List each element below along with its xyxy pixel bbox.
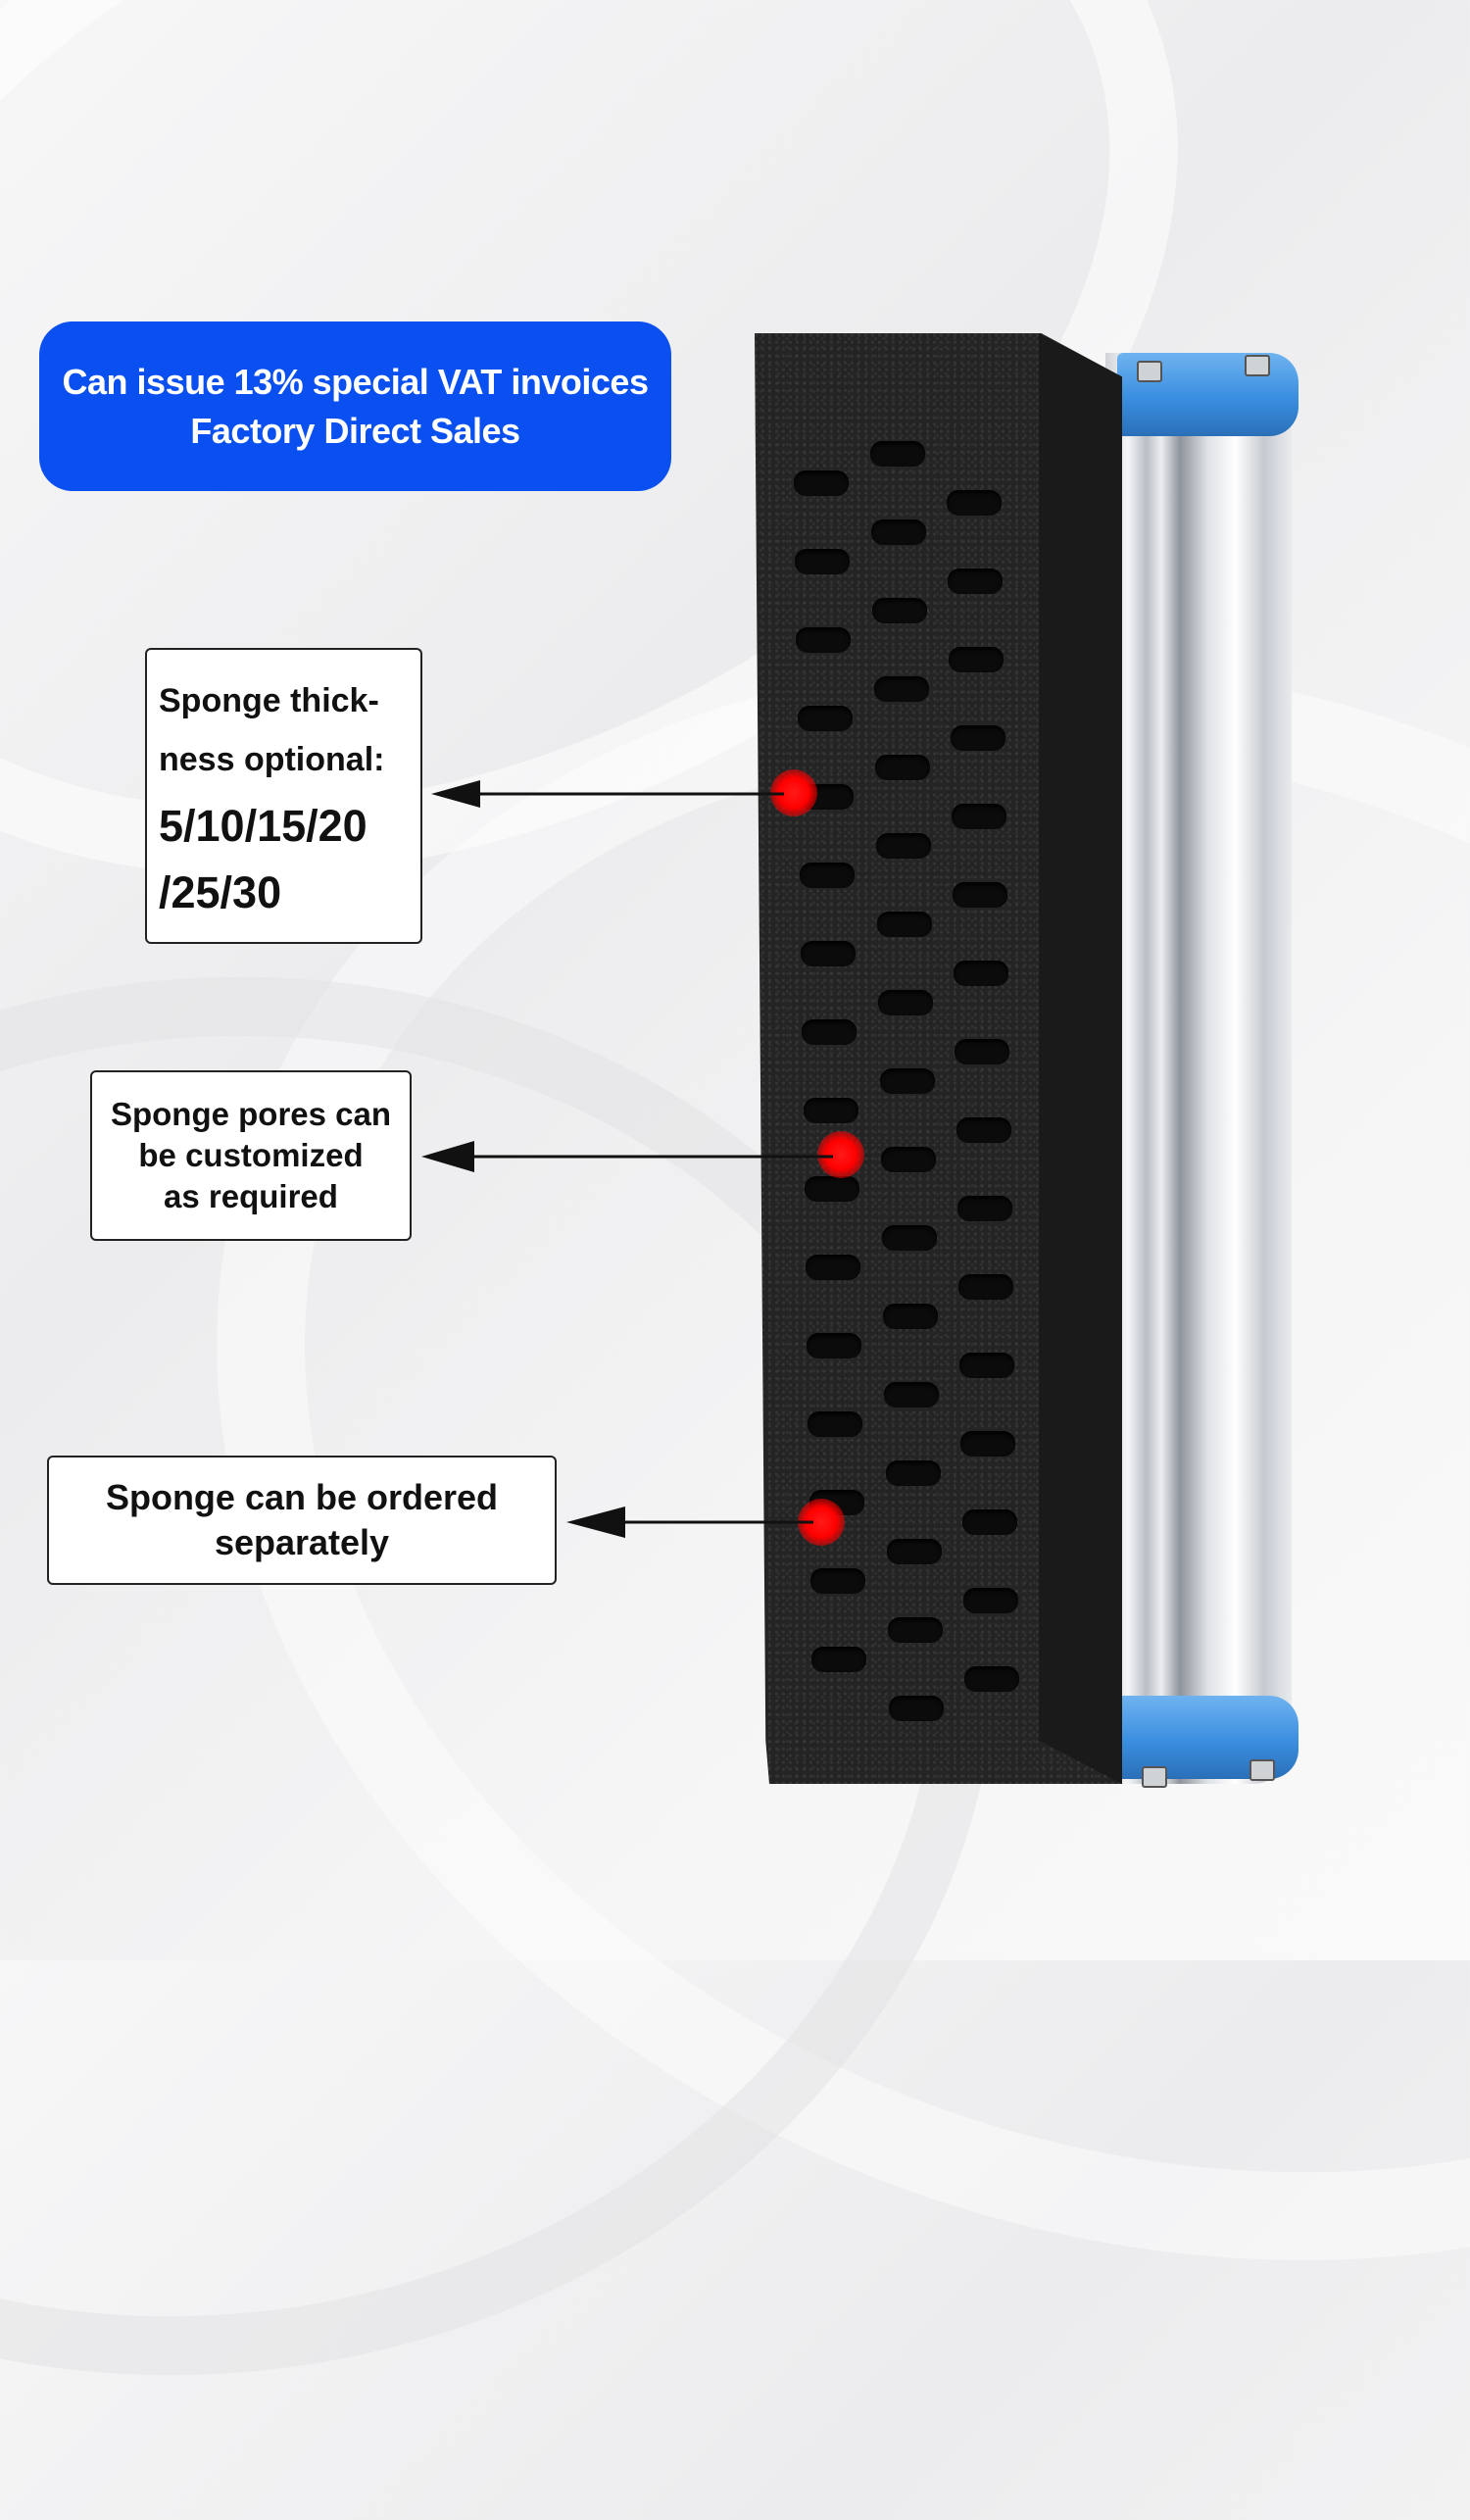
sponge-pore <box>886 1539 942 1564</box>
arrow-head-icon <box>566 1507 625 1538</box>
sponge-pore <box>876 833 931 859</box>
sponge-pore <box>802 1019 858 1045</box>
sponge-pore <box>796 627 852 653</box>
sponge-pore <box>800 863 855 888</box>
sponge-pore <box>804 1176 859 1202</box>
sponge-pore <box>797 706 853 731</box>
callout-text: be customized <box>138 1137 364 1173</box>
sponge-pore <box>947 490 1002 516</box>
callout-sponge-order: Sponge can be ordered separately <box>47 1456 557 1585</box>
arrow-head-icon <box>431 780 480 808</box>
callout-text: separately <box>214 1522 390 1562</box>
product-image <box>755 333 1298 1794</box>
callout-text: ness optional: <box>159 741 385 778</box>
sponge-pore <box>878 990 934 1015</box>
callout-sponge-thickness: Sponge thick- ness optional: 5/10/15/20 … <box>145 648 422 944</box>
screw-icon <box>1250 1759 1275 1781</box>
callout-text: as required <box>164 1178 338 1214</box>
sponge-pore <box>807 1333 862 1359</box>
sponge-pore <box>960 1431 1016 1457</box>
sponge-pore <box>870 441 925 467</box>
red-marker-dot <box>770 769 817 816</box>
sponge-pore <box>806 1255 860 1280</box>
sponge-pore <box>958 1274 1013 1300</box>
sponge-pore <box>884 1382 940 1408</box>
sponge-pore <box>962 1588 1018 1613</box>
callout-text: Sponge can be ordered <box>105 1477 499 1517</box>
sponge-pore <box>808 1411 863 1437</box>
callout-sponge-pores: Sponge pores can be customized as requir… <box>90 1070 412 1241</box>
sponge-pore <box>888 1617 943 1643</box>
sponge-pore <box>954 961 1009 986</box>
sponge-pore <box>953 882 1007 908</box>
sponge-pore <box>956 1196 1012 1221</box>
sponge-pore <box>959 1353 1015 1378</box>
screw-icon <box>1137 361 1162 382</box>
sponge-pore <box>961 1509 1017 1535</box>
sponge-pore <box>795 549 851 574</box>
thickness-options: 5/10/15/20 <box>159 801 368 851</box>
sponge-pore <box>951 804 1006 829</box>
banner-line-1: Can issue 13% special VAT invoices <box>62 361 649 402</box>
banner-line-2: Factory Direct Sales <box>190 410 520 451</box>
sponge-pore <box>809 1568 865 1594</box>
sponge-pore <box>794 470 849 496</box>
screw-icon <box>1142 1766 1167 1788</box>
sponge-pore <box>880 1147 936 1172</box>
sponge-pore <box>950 725 1005 751</box>
sponge-pore <box>949 647 1004 672</box>
screw-icon <box>1245 355 1270 376</box>
red-marker-dot <box>817 1131 864 1178</box>
sponge-pore <box>889 1696 945 1721</box>
sponge-pore <box>955 1039 1010 1064</box>
callout-text: Sponge pores can <box>110 1096 392 1132</box>
sponge-pore <box>872 598 928 623</box>
arrow-head-icon <box>421 1141 474 1172</box>
sponge-pore <box>811 1647 866 1672</box>
thickness-options: /25/30 <box>159 867 282 917</box>
sponge-pore <box>877 912 933 937</box>
sponge-pore <box>874 755 930 780</box>
sponge-pore <box>883 1304 939 1329</box>
sponge-pore <box>803 1098 858 1123</box>
red-marker-dot <box>798 1499 845 1546</box>
sponge-pore <box>801 941 857 966</box>
sponge-pore <box>956 1117 1011 1143</box>
sponge-pore <box>873 676 929 702</box>
sponge-pore <box>948 568 1004 594</box>
sponge-pore <box>964 1666 1019 1692</box>
callout-text: Sponge thick- <box>159 682 379 719</box>
sponge-pore <box>879 1068 935 1094</box>
sponge-pore <box>871 519 927 545</box>
sponge-pore <box>882 1225 937 1251</box>
sponge-side-face <box>1039 333 1122 1784</box>
aluminum-rail <box>1105 353 1292 1784</box>
sponge-pore <box>885 1460 941 1486</box>
vat-invoice-banner: Can issue 13% special VAT invoices Facto… <box>39 321 671 491</box>
